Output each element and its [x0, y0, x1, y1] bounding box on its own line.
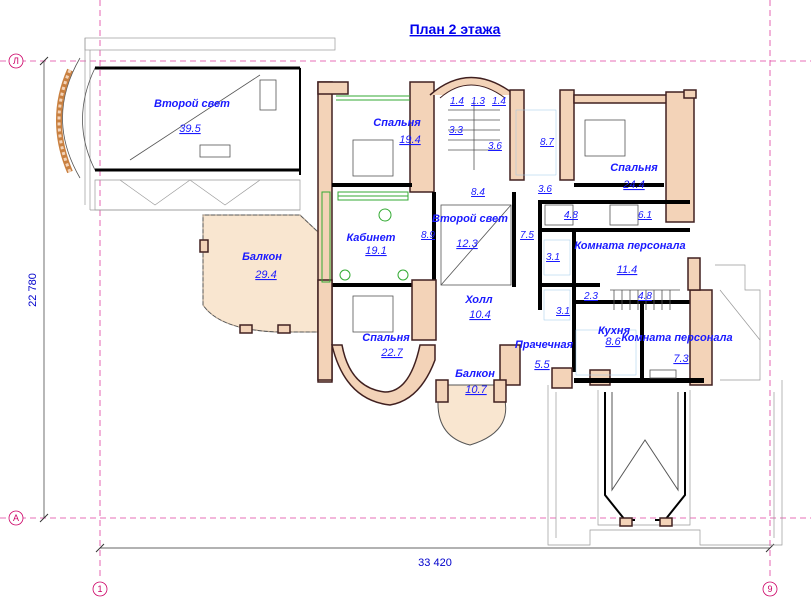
room-name-balcony-small: Балкон	[455, 368, 495, 380]
room-area-bedroom-bottom: 22.7	[380, 347, 403, 359]
axis-marker-top: Л	[8, 53, 24, 69]
area-label: 3.3	[449, 125, 463, 136]
room-area-staff-room-1: 11.4	[617, 264, 638, 276]
plan-title: План 2 этажа	[410, 21, 501, 37]
dimension-width-text: 33 420	[418, 557, 452, 569]
interior-details	[321, 95, 680, 379]
area-label: 8.9	[421, 230, 435, 241]
area-label: 4.8	[638, 291, 652, 302]
axis-marker-bottom: А	[8, 510, 24, 526]
room-area-bedroom-right: 24.4	[622, 179, 644, 191]
room-name-hall: Холл	[464, 294, 492, 306]
room-name-bedroom-bottom: Спальня	[362, 332, 410, 344]
dimension-height: 22 780	[27, 56, 49, 523]
room-area-balcony-big: 29.4	[254, 269, 276, 281]
room-name-balcony-big: Балкон	[242, 251, 282, 263]
area-label: 1.3	[471, 96, 485, 107]
axis-label-right: 9	[767, 584, 772, 594]
area-label: 3.6	[538, 184, 552, 195]
dimension-width: 33 420	[95, 543, 775, 569]
room-name-bedroom-top: Спальня	[373, 117, 421, 129]
axis-label-left: 1	[97, 584, 102, 594]
main-walls	[317, 76, 713, 446]
area-label: 1.4	[450, 96, 464, 107]
room-name-kitchen: Кухня	[598, 325, 631, 337]
room-area-staff-room-2: 7.3	[673, 353, 689, 365]
axis-marker-right: 9	[762, 581, 778, 597]
area-label: 3.6	[488, 141, 502, 152]
area-label: 8.4	[471, 187, 485, 198]
area-label: 2.3	[583, 291, 598, 302]
room-name-laundry: Прачечная	[515, 339, 574, 351]
room-area-office: 19.1	[365, 245, 386, 257]
left-wing	[56, 37, 336, 211]
room-area-second-light-left: 39.5	[179, 123, 201, 135]
area-label: 7.5	[520, 230, 534, 241]
room-area-balcony-small: 10.7	[465, 384, 487, 396]
room-name-second-light-left: Второй свет	[154, 98, 230, 110]
room-name-second-light-center: Второй свет	[432, 213, 508, 225]
axis-label-top: Л	[13, 56, 19, 66]
axis-lines	[0, 0, 811, 580]
room-name-staff-room-2: Комната персонала	[621, 332, 732, 344]
room-area-bedroom-top: 19.4	[399, 134, 420, 146]
room-area-hall: 10.4	[469, 309, 490, 321]
room-area-second-light-center: 12.3	[456, 238, 478, 250]
room-name-staff-room-1: Комната персонала	[574, 240, 685, 252]
roof-porch	[547, 264, 783, 546]
axis-marker-left: 1	[92, 581, 108, 597]
area-label: 8.7	[540, 137, 554, 148]
room-name-bedroom-right: Спальня	[610, 162, 658, 174]
room-name-office: Кабинет	[347, 232, 396, 244]
area-label: 4.8	[564, 210, 578, 221]
area-label: 3.1	[556, 306, 570, 317]
room-area-kitchen: 8.6	[605, 336, 621, 348]
area-label: 1.4	[492, 96, 506, 107]
dimension-height-text: 22 780	[27, 273, 39, 307]
area-label: 3.1	[546, 252, 560, 263]
axis-label-bottom: А	[13, 513, 19, 523]
area-label: 6.1	[638, 210, 652, 221]
room-area-laundry: 5.5	[534, 359, 550, 371]
